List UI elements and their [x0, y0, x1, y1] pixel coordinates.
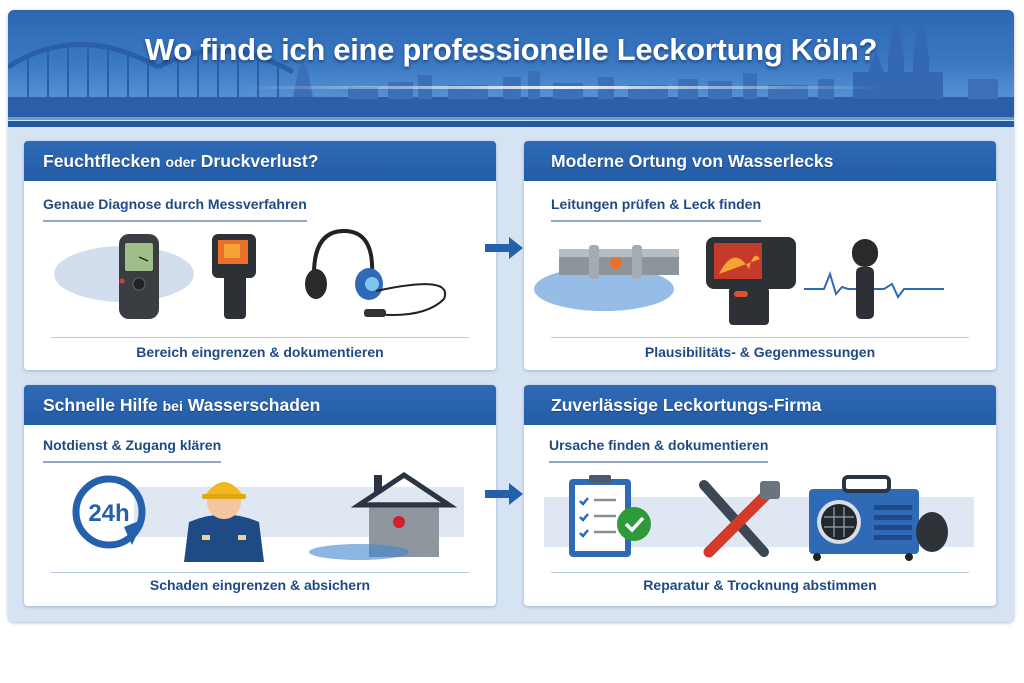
- card-illustration: 24h: [72, 471, 464, 562]
- card-subtitle: Genaue Diagnose durch Messverfahren: [43, 196, 307, 222]
- card-title: Feuchtflecken oder Druckverlust?: [24, 141, 496, 181]
- card-illustration: [534, 237, 944, 325]
- title-underline-glow: [243, 86, 883, 89]
- card-emergency-help: Schnelle Hilfe bei Wasserschaden Notdien…: [24, 385, 496, 606]
- card-footer: Schaden eingrenzen & absichern: [149, 577, 371, 593]
- card-title: Moderne Ortung von Wasserlecks: [524, 141, 996, 181]
- leaking-pipe-icon: [559, 245, 679, 279]
- header-banner: Wo finde ich eine professionelle Leckort…: [8, 10, 1014, 127]
- card-footer: Plausibilitäts- & Gegenmessungen: [644, 344, 876, 360]
- damaged-house-icon: [309, 471, 458, 560]
- 24h-clock-icon: 24h: [72, 475, 146, 549]
- card-leak-detection: Moderne Ortung von Wasserlecks Leitungen…: [524, 141, 996, 370]
- card-divider: [51, 337, 469, 338]
- thermal-camera-icon: [212, 234, 256, 319]
- card-subtitle: Notdienst & Zugang klären: [43, 437, 222, 463]
- moisture-meter-icon: [119, 234, 159, 319]
- listening-headphones-icon: [305, 229, 447, 317]
- card-title: Zuverlässige Leckortungs-Firma: [524, 385, 996, 425]
- card-title: Schnelle Hilfe bei Wasserschaden: [24, 385, 496, 425]
- card-subtitle: Ursache finden & dokumentieren: [549, 437, 769, 463]
- card-divider: [551, 572, 969, 573]
- card-divider: [551, 337, 969, 338]
- card-footer: Bereich eingrenzen & dokumentieren: [136, 344, 384, 360]
- card-title-text: Schnelle Hilfe: [43, 395, 163, 415]
- card-title-text: Zuverlässige Leckortungs-Firma: [551, 395, 822, 415]
- card-title-text: Druckverlust?: [195, 151, 319, 171]
- card-moisture-diagnosis: Feuchtflecken oder Druckverlust? Genaue …: [24, 141, 496, 370]
- card-divider: [51, 572, 469, 573]
- technician-icon: [184, 482, 264, 562]
- wrench-tools-icon: [699, 480, 780, 558]
- card-reliable-company: Zuverlässige Leckortungs-Firma Ursache f…: [524, 385, 996, 606]
- card-title-text: Wasserschaden: [182, 395, 321, 415]
- arrow-right-icon: [485, 237, 523, 259]
- air-dryer-icon: [809, 475, 948, 561]
- svg-text:24h: 24h: [88, 500, 129, 527]
- microphone-waveform-icon: [804, 239, 944, 319]
- card-title-small: bei: [162, 398, 183, 414]
- arrow-right-icon: [485, 483, 523, 505]
- thermal-imager-icon: [706, 237, 796, 325]
- card-subtitle: Leitungen prüfen & Leck finden: [551, 196, 762, 222]
- page-title: Wo finde ich eine professionelle Leckort…: [144, 32, 878, 67]
- card-title-text: Feuchtflecken: [43, 151, 166, 171]
- card-title-text: Moderne Ortung von Wasserlecks: [551, 151, 834, 171]
- card-illustration: [544, 475, 974, 561]
- checklist-clipboard-icon: [569, 475, 651, 557]
- card-title-small: oder: [165, 154, 196, 170]
- card-illustration: [54, 229, 447, 319]
- banner-stripe: [8, 121, 1014, 127]
- card-footer: Reparatur & Trocknung abstimmen: [643, 577, 877, 593]
